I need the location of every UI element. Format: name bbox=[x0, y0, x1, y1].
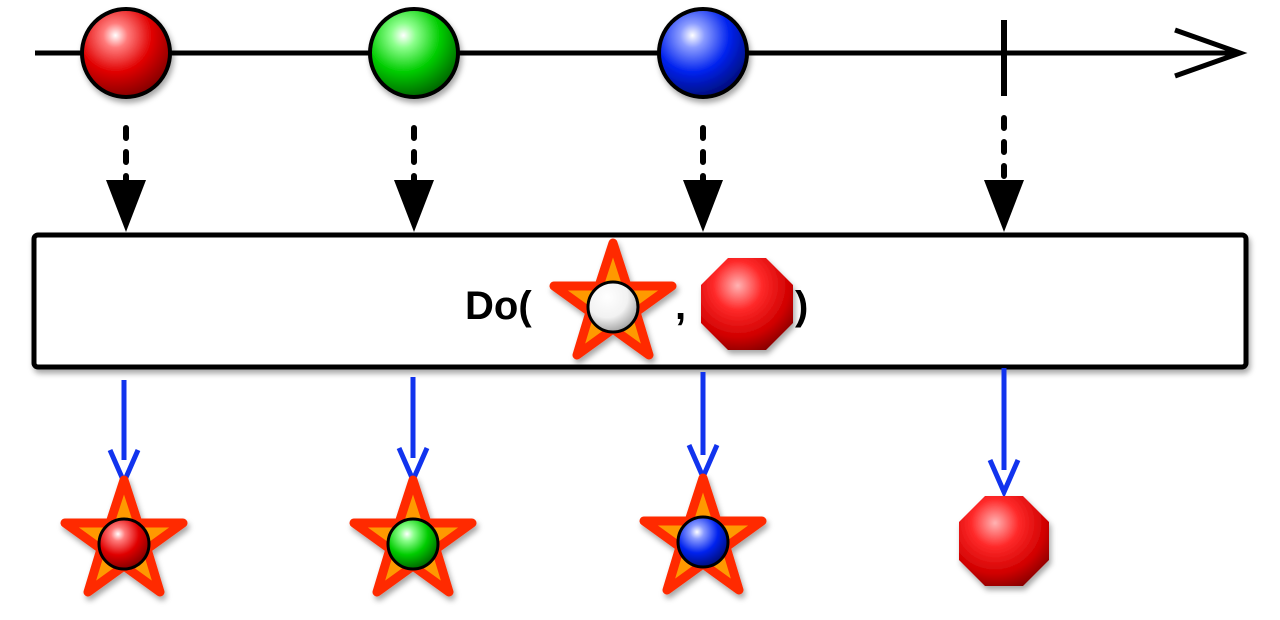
input-arrow bbox=[106, 125, 146, 232]
output-arrow bbox=[686, 372, 720, 484]
output-arrow bbox=[107, 380, 141, 489]
output-arrow bbox=[987, 368, 1021, 499]
placeholder-marble bbox=[586, 280, 640, 334]
operator-close: ) bbox=[795, 284, 808, 328]
input-marble-green bbox=[368, 7, 460, 99]
input-marble-blue bbox=[657, 7, 749, 99]
output-arrow bbox=[396, 377, 430, 487]
operator-name: Do( bbox=[465, 284, 532, 328]
input-arrow bbox=[683, 125, 723, 232]
input-marble-red bbox=[80, 7, 172, 99]
octagon-icon bbox=[701, 258, 793, 350]
output-star-green bbox=[349, 475, 477, 597]
output-star-red bbox=[60, 475, 188, 597]
input-arrow bbox=[984, 115, 1024, 232]
input-arrow bbox=[394, 125, 434, 232]
output-marble-blue bbox=[676, 515, 730, 569]
output-octagon-icon bbox=[959, 496, 1049, 586]
output-marble-green bbox=[386, 517, 440, 571]
star-icon bbox=[549, 238, 677, 360]
output-marble-red bbox=[97, 517, 151, 571]
timeline-arrowhead bbox=[1174, 27, 1248, 79]
output-star-blue bbox=[639, 473, 767, 595]
operator-separator: , bbox=[675, 284, 686, 328]
